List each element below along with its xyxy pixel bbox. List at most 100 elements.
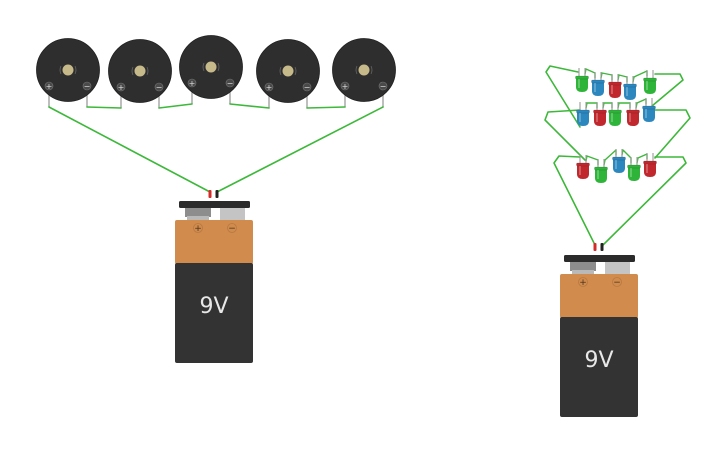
led-rim [643,77,657,82]
plus-pin-label: + [118,83,125,92]
battery-top-band [175,220,253,264]
led-body[interactable] [576,77,588,92]
plus-pin-icon[interactable] [116,82,126,92]
led-green[interactable] [575,68,589,92]
buzzer[interactable]: +− [179,35,243,99]
led-red[interactable] [576,155,590,179]
led-rim [627,164,641,169]
led-blue[interactable] [612,149,626,173]
led-red[interactable] [593,102,607,126]
buzzer-center-icon [62,64,74,76]
wire-to-battery-positive[interactable] [48,106,211,193]
battery-body [175,263,253,363]
wire-led-series[interactable] [617,74,628,83]
led-red[interactable] [608,74,622,98]
negative-terminal[interactable] [605,262,630,275]
wire-led-row2-left[interactable] [544,109,586,161]
led-body[interactable] [577,164,589,179]
led-body[interactable] [644,162,656,177]
minus-pin-icon[interactable] [378,81,388,91]
probe-black[interactable] [600,243,604,251]
led-rim [591,79,605,84]
probe-black[interactable] [215,190,219,198]
led-green[interactable] [608,102,622,126]
led-blue[interactable] [642,98,656,122]
led-blue[interactable] [623,76,637,100]
plus-symbol: + [579,278,587,288]
sound-wave-icon [59,65,77,75]
battery-body [560,317,638,417]
plus-pin-icon[interactable] [340,81,350,91]
wire-led-row1-right[interactable] [651,73,684,107]
wire-to-battery-negative[interactable] [602,156,687,246]
led-body[interactable] [624,85,636,100]
led-highlight [578,79,580,88]
probe-red[interactable] [208,190,212,198]
wire-led-series[interactable] [600,72,613,81]
led-rim [608,109,622,114]
buzzer[interactable]: +− [256,39,320,103]
led-highlight [645,109,647,118]
led-green[interactable] [643,70,657,94]
led-green[interactable] [627,157,641,181]
probe-red[interactable] [593,243,597,251]
wire-led-row2-right[interactable] [654,109,691,159]
led-body[interactable] [595,168,607,183]
led-body[interactable] [609,111,621,126]
led-body[interactable] [592,81,604,96]
negative-terminal[interactable] [220,208,245,221]
led-blue[interactable] [591,72,605,96]
minus-pin-label: − [84,82,91,91]
wire-led-series[interactable] [602,102,613,109]
battery-9v-left[interactable]: + − 9V [175,201,253,363]
minus-pin-label: − [380,82,387,91]
wire-to-battery-positive[interactable] [553,155,596,246]
led-body[interactable] [609,83,621,98]
plus-pin-icon[interactable] [44,81,54,91]
led-red[interactable] [643,153,657,177]
led-body[interactable] [643,107,655,122]
led-body[interactable] [628,166,640,181]
wire-buzzer-series[interactable] [306,106,346,109]
led-body[interactable] [644,79,656,94]
positive-terminal[interactable] [185,208,211,217]
battery-cap [564,255,635,262]
led-highlight [596,113,598,122]
led-highlight [579,166,581,175]
battery-9v-right[interactable]: + − 9V [560,255,638,417]
led-body[interactable] [577,111,589,126]
battery-top-band [560,274,638,318]
positive-terminal-base [187,216,209,221]
led-highlight [615,160,617,169]
wire-buzzer-series[interactable] [158,103,193,109]
minus-symbol: − [228,224,236,234]
led-body[interactable] [594,111,606,126]
wire-led-series[interactable] [617,102,631,109]
led-blue[interactable] [576,102,590,126]
buzzer[interactable]: +− [332,38,396,102]
led-green[interactable] [594,159,608,183]
minus-pin-icon[interactable] [225,78,235,88]
buzzer[interactable]: +− [108,39,172,103]
plus-pin-icon[interactable] [264,82,274,92]
buzzer-center-icon [205,61,217,73]
minus-pin-icon[interactable] [154,82,164,92]
plus-pin-icon[interactable] [187,78,197,88]
plus-pin-label: + [46,82,53,91]
led-body[interactable] [613,158,625,173]
buzzer[interactable]: +− [36,38,100,102]
led-body[interactable] [627,111,639,126]
minus-pin-icon[interactable] [82,81,92,91]
wire-to-battery-negative[interactable] [216,106,384,193]
led-highlight [646,81,648,90]
led-highlight [646,164,648,173]
plus-symbol-ring [193,223,203,233]
positive-terminal[interactable] [570,262,596,271]
minus-pin-icon[interactable] [302,82,312,92]
wire-led-row1-left[interactable] [545,65,581,128]
led-rim [576,162,590,167]
wire-led-series[interactable] [585,102,598,109]
led-red[interactable] [626,102,640,126]
wire-buzzer-series[interactable] [229,103,270,109]
wire-buzzer-series[interactable] [86,106,122,109]
